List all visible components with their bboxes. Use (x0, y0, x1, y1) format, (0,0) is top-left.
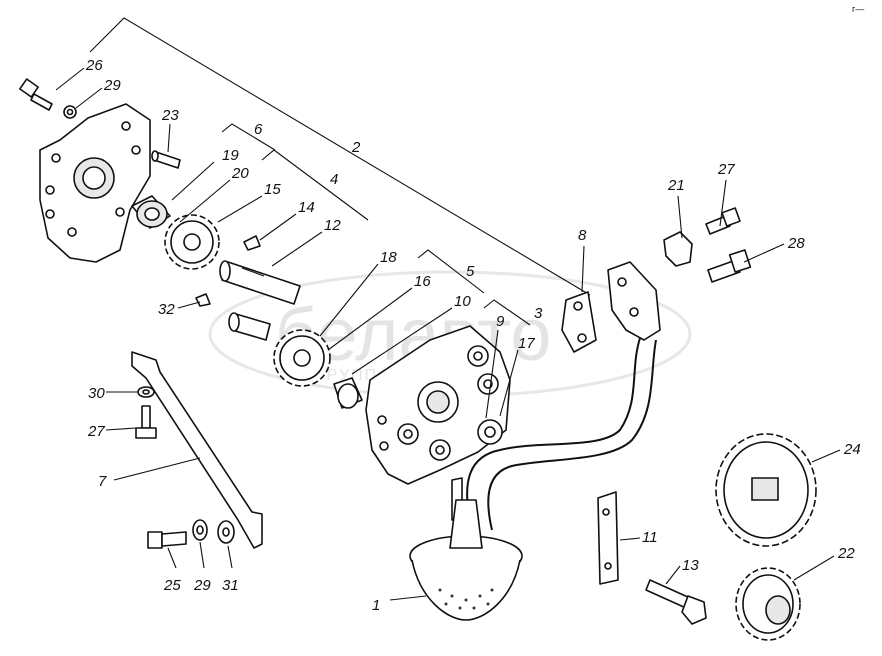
callout-2: 2 (351, 139, 361, 156)
bolt-13 (645, 579, 707, 625)
oil-screen-1 (409, 499, 523, 621)
callout-8: 8 (578, 227, 587, 244)
bolt-27-right (705, 207, 741, 235)
callout-25: 25 (163, 577, 181, 594)
callout-29-bottom: 29 (193, 577, 211, 594)
pin-23 (151, 150, 181, 169)
callout-31: 31 (222, 577, 239, 594)
shaft-18 (228, 312, 271, 341)
key-32 (195, 293, 211, 307)
callout-5: 5 (466, 263, 475, 280)
washer-30 (137, 386, 155, 398)
assembly-brackets (89, 17, 591, 326)
callout-30: 30 (88, 385, 105, 402)
callout-32: 32 (158, 301, 175, 318)
callout-4: 4 (330, 171, 338, 188)
callout-1: 1 (372, 597, 380, 614)
leader-lines (55, 67, 841, 601)
gear-15 (164, 214, 220, 270)
oil-intake-pipe (451, 261, 661, 531)
callout-9: 9 (496, 313, 505, 330)
callout-21: 21 (667, 177, 685, 194)
shaft-12 (219, 260, 301, 305)
washer-29-bottom (192, 519, 208, 541)
gear-16 (273, 329, 331, 387)
callout-12: 12 (324, 217, 341, 234)
callout-3: 3 (534, 305, 543, 322)
callout-28: 28 (787, 235, 805, 252)
bolt-25 (147, 531, 187, 549)
callout-27-right: 27 (717, 161, 735, 178)
callout-7: 7 (98, 473, 107, 490)
callout-19: 19 (222, 147, 239, 164)
callout-17: 17 (518, 335, 535, 352)
callout-24: 24 (843, 441, 861, 458)
pump-housing (365, 325, 511, 485)
gasket-8 (561, 291, 597, 353)
bracket-7 (131, 351, 263, 549)
washer-31 (217, 520, 235, 544)
bolt-28 (707, 249, 752, 283)
callout-26: 26 (85, 57, 103, 74)
bolt-27-left (135, 405, 157, 439)
callout-23: 23 (161, 107, 179, 124)
callout-13: 13 (682, 557, 699, 574)
gear-24 (715, 433, 817, 547)
callout-16: 16 (414, 273, 431, 290)
gear-22 (735, 567, 801, 641)
callout-labels: 1 2 3 4 5 6 7 8 9 10 11 12 13 14 15 16 1… (85, 57, 861, 614)
pump-cover-plate (39, 103, 151, 263)
lock-plate-21 (663, 231, 693, 267)
clamp-11 (597, 491, 619, 585)
callout-6: 6 (254, 121, 263, 138)
washer-29-top (63, 105, 77, 119)
callout-10: 10 (454, 293, 471, 310)
callout-15: 15 (264, 181, 281, 198)
bushing-19 (131, 195, 171, 229)
corner-mark: г— (852, 4, 864, 14)
callout-27-left: 27 (87, 423, 105, 440)
callout-20: 20 (231, 165, 249, 182)
callout-14: 14 (298, 199, 315, 216)
sleeve-10 (333, 377, 363, 409)
callout-18: 18 (380, 249, 397, 266)
key-14 (243, 235, 261, 251)
callout-22: 22 (837, 545, 855, 562)
callout-11: 11 (642, 529, 658, 546)
bolt-26 (19, 78, 53, 111)
callout-29-top: 29 (103, 77, 121, 94)
